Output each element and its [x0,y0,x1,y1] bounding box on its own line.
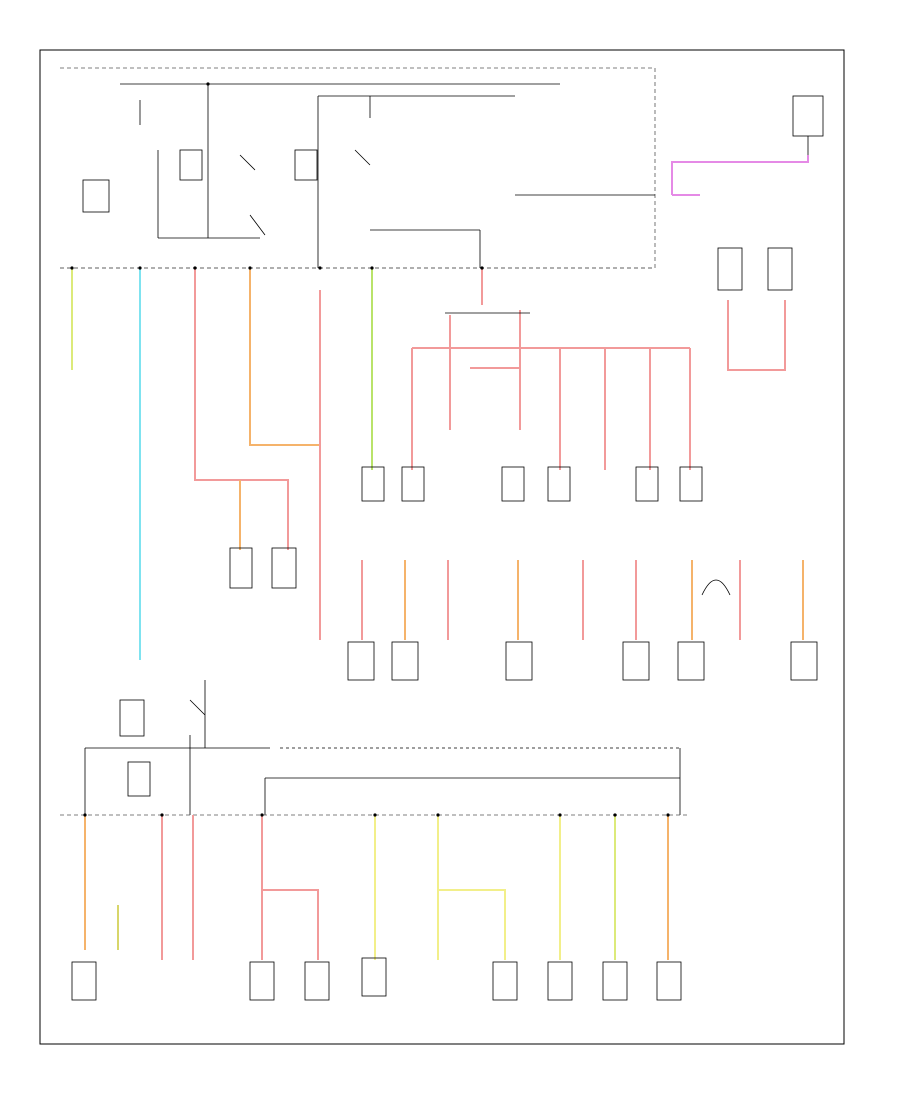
relay-1 [179,149,203,181]
relay-box-1 [361,466,385,502]
module-small [82,179,110,213]
relay-2 [294,149,318,181]
relay-group-top [82,149,371,236]
bottom-component-8 [656,961,682,1001]
bottom-component-5 [492,961,518,1001]
relay-lower-left [119,699,145,737]
feed-wires [71,268,483,660]
lower-components [347,641,818,681]
relay-box-5 [635,466,659,502]
interior-fuse-box [84,680,681,815]
lower-feed-wires [361,560,804,640]
bottom-component-7 [602,961,628,1001]
box-left-1 [229,547,253,589]
component-1 [347,641,375,681]
bottom-component-4 [361,957,387,997]
middle-relays [229,466,703,589]
component-5 [677,641,705,681]
top-right-components [717,95,824,291]
bottom-wires [84,815,669,960]
relay-box-4 [547,466,571,502]
relay-right-2 [767,247,793,291]
component-6 [790,641,818,681]
component-4 [622,641,650,681]
fuse-distribution [411,300,786,470]
bottom-component-3 [304,961,330,1001]
module-lower [127,761,151,797]
diagram-frame [39,49,845,1045]
component-2 [391,641,419,681]
connector-marks [70,82,670,817]
relay-right-1 [717,247,743,291]
top-bus-lines [120,83,655,268]
relay-box-2 [401,466,425,502]
bottom-component-6 [547,961,573,1001]
bottom-component-1 [71,961,97,1001]
relay-box-3 [501,466,525,502]
relay-box-6 [679,466,703,502]
underhood-fuse-box [60,67,656,269]
control-module-top-right [792,95,824,137]
bottom-components [71,957,682,1001]
bottom-component-2 [249,961,275,1001]
magenta-wire [671,155,809,196]
component-3 [505,641,533,681]
box-left-2 [271,547,297,589]
